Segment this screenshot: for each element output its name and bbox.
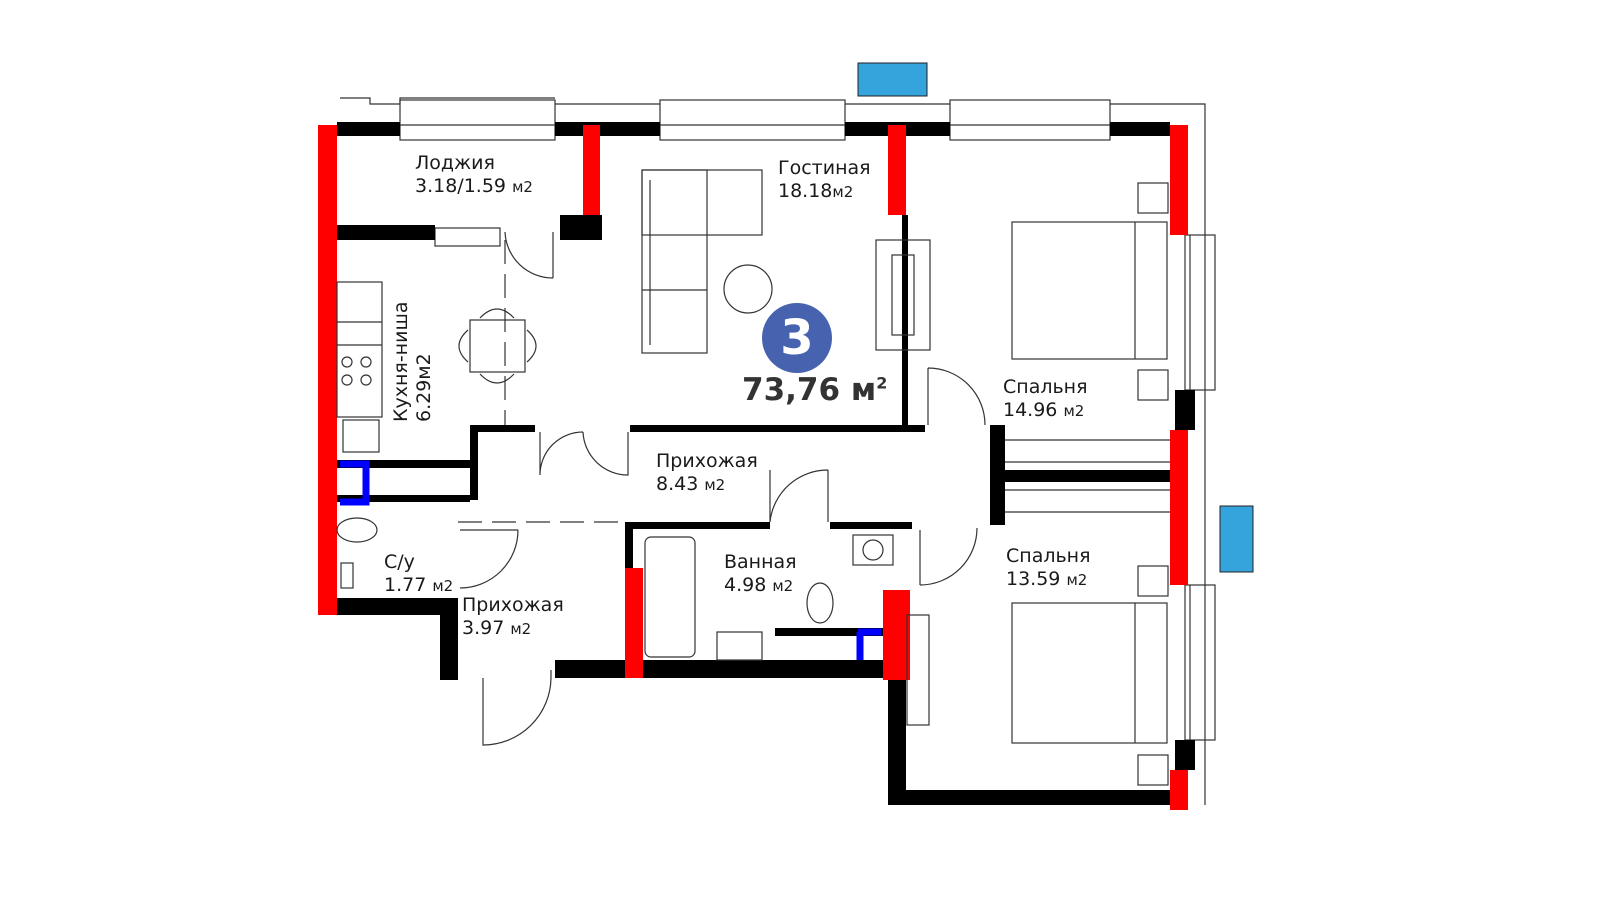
- room-unit: м2: [704, 476, 726, 494]
- ac-unit-top: [857, 62, 928, 97]
- doors: [458, 231, 986, 746]
- room-area: 4.98: [724, 574, 767, 596]
- rooms-count-badge: 3: [762, 303, 832, 373]
- room-area: 6.29: [413, 379, 435, 422]
- room-unit: м2: [510, 620, 532, 638]
- bearing-walls: [318, 125, 1188, 810]
- room-unit: м2: [413, 353, 435, 380]
- room-name: Гостиная: [778, 157, 871, 179]
- room-unit: м2: [432, 577, 454, 595]
- room-unit: м2: [512, 178, 533, 196]
- total-area-value: 73,76: [742, 372, 841, 408]
- room-area: 14.96: [1003, 399, 1058, 421]
- room-name: Спальня: [1003, 376, 1088, 398]
- room-name: Лоджия: [415, 152, 495, 174]
- total-area: 73,76 м2: [742, 372, 887, 408]
- room-unit: м2: [1066, 571, 1088, 589]
- walls: [337, 122, 1195, 805]
- room-area: 8.43: [656, 473, 699, 495]
- room-area: 1.77: [384, 574, 427, 596]
- room-name: Прихожая: [656, 450, 758, 472]
- room-unit: м2: [772, 577, 794, 595]
- furniture: [336, 169, 1170, 786]
- room-area: 3.97: [462, 617, 505, 639]
- room-area: 13.59: [1006, 568, 1061, 590]
- room-name: Прихожая: [462, 594, 564, 616]
- ac-unit-right: [1219, 505, 1254, 573]
- room-name: Ванная: [724, 551, 797, 573]
- room-name: Спальня: [1006, 545, 1091, 567]
- room-area: 3.18/1.59: [415, 175, 507, 197]
- room-unit: м2: [832, 183, 854, 201]
- total-area-unit: м: [850, 372, 877, 408]
- vent-shafts: [340, 460, 881, 660]
- room-name: С/у: [384, 551, 415, 573]
- room-area: 18.18: [778, 180, 833, 202]
- room-name: Кухня-ниша: [390, 301, 412, 423]
- room-unit: м2: [1063, 402, 1085, 420]
- windows: [340, 97, 1216, 805]
- total-area-unit-sup: 2: [876, 373, 888, 393]
